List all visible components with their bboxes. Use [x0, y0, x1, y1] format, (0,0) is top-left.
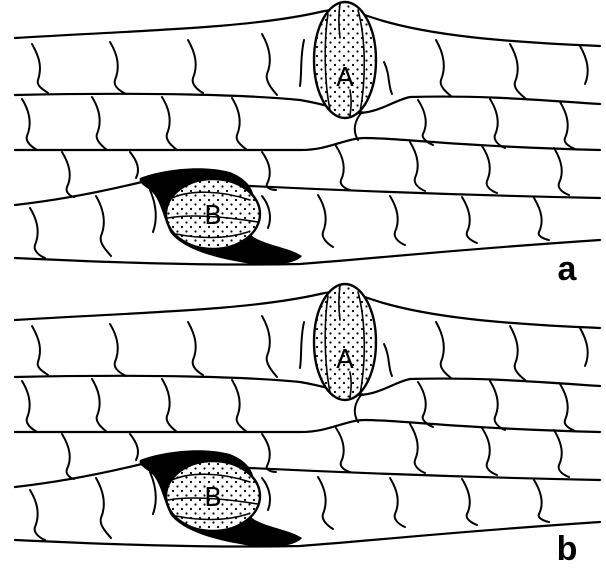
- deformed-layers: [15, 292, 600, 547]
- panel-label-b: b: [557, 530, 578, 568]
- clast-a-label: A: [336, 345, 354, 375]
- clast-b-label: B: [204, 201, 222, 231]
- clast-b: B: [140, 168, 302, 265]
- deformed-layers: [15, 10, 600, 265]
- clast-a-label: A: [336, 63, 354, 93]
- clast-a: A: [314, 284, 376, 400]
- panel-a: A B a: [15, 2, 600, 288]
- panel-b: A B b: [15, 284, 600, 568]
- clast-b: B: [140, 450, 302, 547]
- clast-a: A: [314, 2, 376, 118]
- panel-label-a: a: [558, 250, 578, 288]
- clast-b-label: B: [204, 483, 222, 513]
